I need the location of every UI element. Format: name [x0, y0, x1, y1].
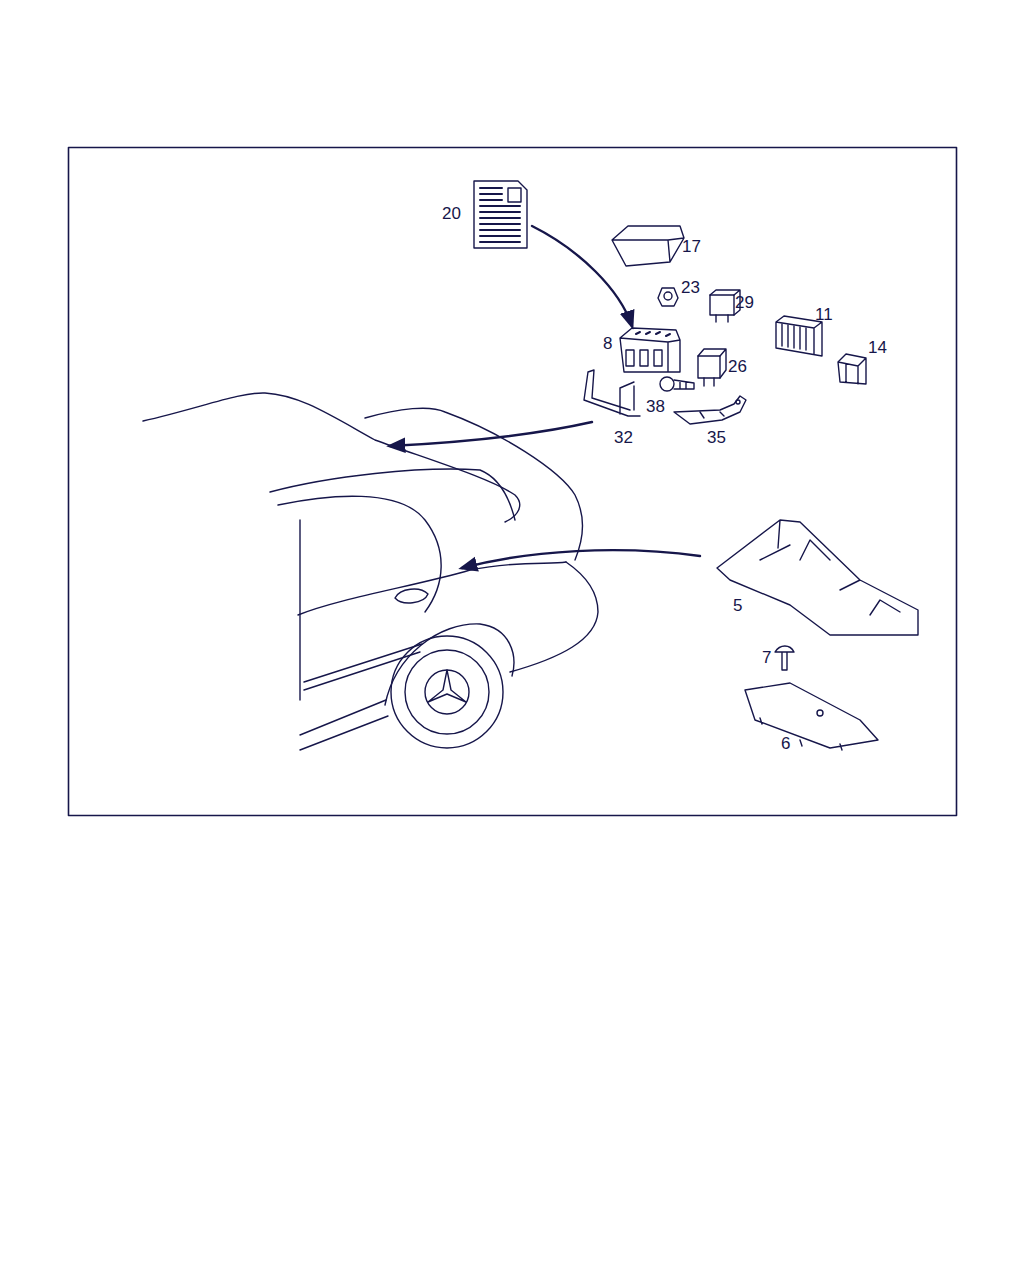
callout-number: 26 [728, 358, 747, 375]
callout-number: 7 [762, 649, 771, 666]
callout-number: 11 [815, 306, 833, 323]
callout-number: 35 [707, 429, 726, 446]
callout-number: 8 [603, 335, 612, 352]
callout-number: 29 [735, 294, 754, 311]
callout-number: 14 [868, 339, 887, 356]
callout-number: 23 [681, 279, 700, 296]
callout-number: 6 [781, 735, 790, 752]
callout-number: 20 [442, 205, 461, 222]
callout-number: 17 [682, 238, 701, 255]
callout-number: 5 [733, 597, 742, 614]
callout-number: 32 [614, 429, 633, 446]
callout-number: 38 [646, 398, 665, 415]
